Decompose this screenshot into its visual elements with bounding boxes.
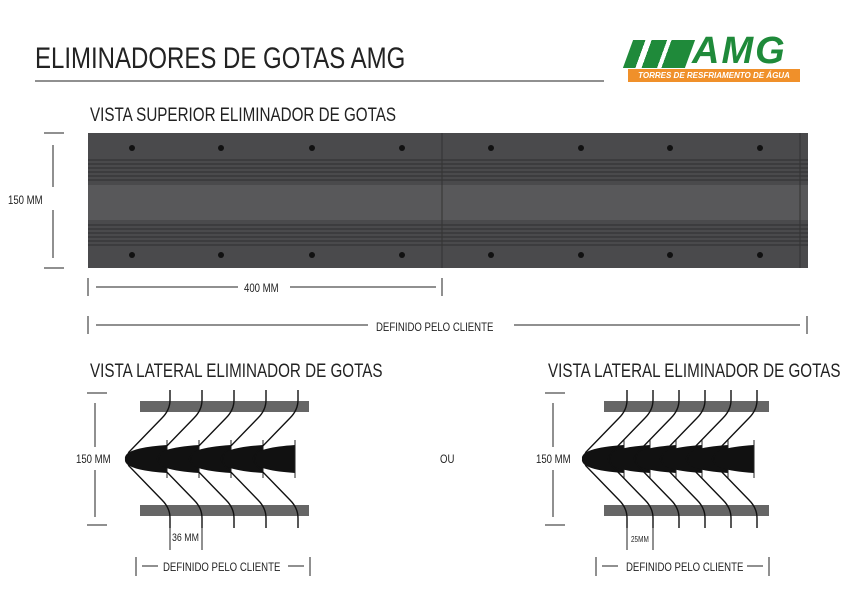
bolt-hole xyxy=(218,145,224,151)
blade-pocket xyxy=(188,445,231,473)
side-view-1-heading: VISTA LATERAL ELIMINADOR DE GOTAS xyxy=(90,361,383,382)
bottom-bar xyxy=(604,505,769,516)
bottom-bar xyxy=(140,505,309,516)
blade-profile xyxy=(222,390,267,528)
blade-pocket xyxy=(156,445,199,473)
top-view-length-label: DEFINIDO PELO CLIENTE xyxy=(376,320,494,334)
bolt-hole xyxy=(309,252,315,258)
bolt-hole xyxy=(757,145,763,151)
top-bar xyxy=(140,401,309,412)
blade-profile xyxy=(158,390,203,528)
top-view-segment-label: 400 MM xyxy=(244,281,279,295)
blade-pocket xyxy=(124,445,167,473)
blade-pocket xyxy=(220,445,263,473)
blade-profile xyxy=(713,390,758,528)
bolt-hole xyxy=(578,252,584,258)
bolt-hole xyxy=(757,252,763,258)
bolt-hole xyxy=(218,252,224,258)
logo-bars-icon xyxy=(622,40,696,68)
bolt-hole xyxy=(309,145,315,151)
blade-profile xyxy=(687,390,732,528)
blade-profile xyxy=(609,390,654,528)
page-title: ELIMINADORES DE GOTAS AMG xyxy=(35,42,406,75)
side-view-1-length-label: DEFINIDO PELO CLIENTE xyxy=(163,560,281,574)
bolt-hole xyxy=(399,252,405,258)
blade-profile xyxy=(661,390,706,528)
bolt-hole xyxy=(129,145,135,151)
side-view-2-height-label: 150 MM xyxy=(536,452,571,466)
bolt-hole xyxy=(129,252,135,258)
bolt-hole xyxy=(578,145,584,151)
blade-pocket xyxy=(711,445,754,473)
side-view-2-heading: VISTA LATERAL ELIMINADOR DE GOTAS xyxy=(548,361,841,382)
bolt-hole xyxy=(399,145,405,151)
top-bar xyxy=(604,401,769,412)
bolt-hole xyxy=(667,252,673,258)
or-label: OU xyxy=(440,452,455,466)
side-view-1-height-label: 150 MM xyxy=(76,452,111,466)
side-view-2-length-label: DEFINIDO PELO CLIENTE xyxy=(626,560,744,574)
bolt-hole xyxy=(488,252,494,258)
bolt-hole xyxy=(488,145,494,151)
side-view-1-pitch-label: 36 MM xyxy=(172,532,199,544)
blade-pocket xyxy=(252,445,295,473)
logo-tagline: TORRES DE RESFRIAMENTO DE ÁGUA xyxy=(628,69,800,82)
blade-profile xyxy=(583,390,628,528)
blade-profile xyxy=(126,390,171,528)
blade-profile xyxy=(635,390,680,528)
blade-profile xyxy=(254,390,299,528)
center-band xyxy=(88,185,808,220)
bolt-hole xyxy=(667,145,673,151)
top-view-height-label: 150 MM xyxy=(8,193,43,207)
top-view-heading: VISTA SUPERIOR ELIMINADOR DE GOTAS xyxy=(90,105,397,126)
logo-text: AMG xyxy=(692,30,787,72)
side-view-2-pitch-label: 25MM xyxy=(631,535,649,544)
blade-profile xyxy=(190,390,235,528)
amg-logo: AMG TORRES DE RESFRIAMENTO DE ÁGUA xyxy=(622,30,804,86)
